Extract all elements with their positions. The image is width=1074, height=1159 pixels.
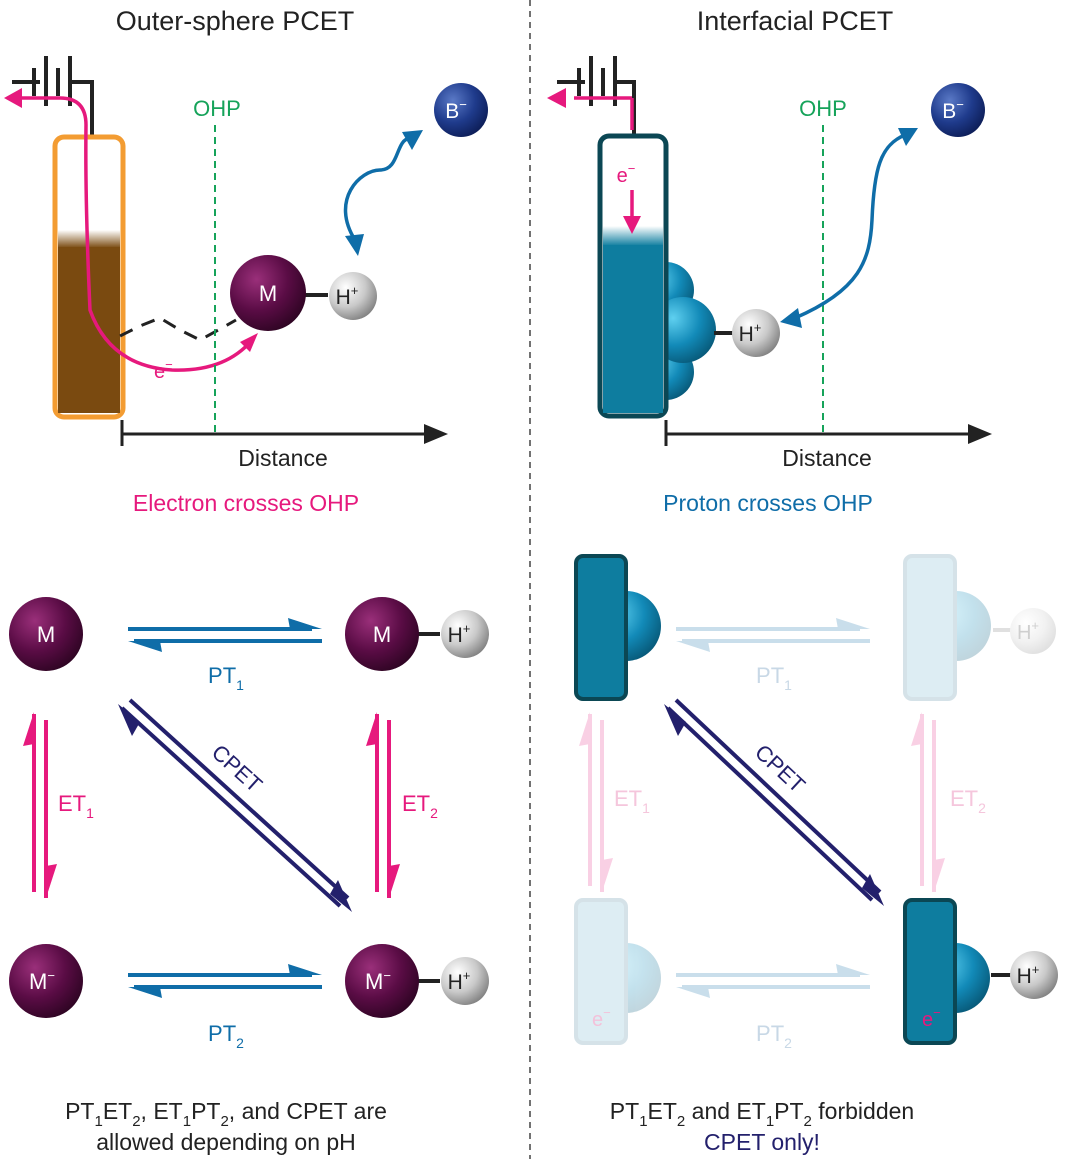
electron-down-arrowhead-right — [623, 216, 641, 234]
pt2-label: PT2 — [208, 1021, 244, 1051]
r-et2-label: ET2 — [950, 786, 986, 816]
base-b — [434, 83, 488, 137]
scheme-m-minus-bottomleft-label: M− — [29, 968, 55, 994]
left-caption-line1: PT1ET2, ET1PT2, and CPET are — [65, 1098, 387, 1130]
arrowhead-left-right — [780, 308, 802, 328]
arrowhead-up-right — [898, 128, 918, 146]
battery-icon-left — [12, 56, 94, 140]
left-crossing-label: Electron crosses OHP — [133, 490, 359, 516]
scheme-r-h-bottomright-label: H+ — [1017, 962, 1040, 988]
base-b-right-label: B− — [942, 97, 964, 123]
cpet-arrowhead-down-right — [862, 874, 884, 906]
distance-label-left: Distance — [238, 445, 327, 471]
axis-arrowhead-left — [424, 424, 448, 444]
scheme-r-topright-h-label: H+ — [1017, 618, 1039, 644]
cpet-arrowhead-up-right — [664, 704, 686, 736]
pt2-arrowhead-right — [288, 964, 322, 975]
scheme-m-topleft-label: M — [37, 622, 55, 647]
r-et1-label: ET1 — [614, 786, 650, 816]
right-caption-line2: CPET only! — [704, 1129, 820, 1155]
pt1-equilibrium-arrows — [128, 627, 322, 643]
r-pt1-label: PT1 — [756, 663, 792, 693]
cpet-label-right: CPET — [750, 739, 810, 797]
scheme-m-minus-bottomright-label: M− — [365, 968, 391, 994]
scheme-m-minus-bottomright — [345, 944, 419, 1018]
right-caption-line1: PT1ET2 and ET1PT2 forbidden — [610, 1098, 914, 1130]
r-et2-arrows-faded — [911, 712, 945, 892]
cpet-label-left: CPET — [207, 740, 267, 798]
pt1-arrowhead-right — [288, 618, 322, 629]
arrowhead-down-left — [345, 234, 364, 256]
ohp-label-left: OHP — [193, 96, 241, 121]
scheme-h-topright-label: H+ — [448, 621, 471, 647]
pt2-equilibrium-arrows — [128, 973, 322, 989]
molecule-m — [230, 255, 306, 331]
et2-arrowhead-up — [366, 712, 377, 746]
right-title: Interfacial PCET — [697, 6, 894, 36]
molecule-m-label: M — [259, 281, 277, 306]
proton-h-right-label: H+ — [739, 320, 762, 346]
et1-arrowhead-down — [46, 864, 57, 898]
electrode-right — [597, 133, 669, 419]
et2-label: ET2 — [402, 791, 438, 821]
electron-path-left — [18, 96, 254, 372]
r-pt2-arrows-faded — [676, 964, 870, 998]
cpet-arrowhead-down-left — [330, 880, 352, 912]
scheme-m-minus-bottomleft — [9, 944, 83, 1018]
right-crossing-label: Proton crosses OHP — [663, 490, 873, 516]
proton-transfer-arrow-left — [343, 136, 411, 241]
left-title: Outer-sphere PCET — [116, 6, 355, 36]
et2-arrowhead-down — [389, 864, 400, 898]
scheme-r-bottomleft-faded — [574, 898, 661, 1045]
scheme-h-topright — [441, 610, 489, 658]
electron-label-right: e− — [617, 161, 636, 187]
proton-h — [329, 272, 377, 320]
scheme-r-bottomleft-e-label: e− — [592, 1005, 611, 1031]
et1-label: ET1 — [58, 791, 94, 821]
distance-label-right: Distance — [782, 445, 871, 471]
proton-transfer-arrow-right — [794, 133, 906, 320]
et1-arrowhead-up — [23, 712, 34, 746]
scheme-r-electrode-topleft — [574, 554, 628, 701]
scheme-r-electrode-bottomright — [903, 898, 957, 1045]
electron-arrowhead-right — [547, 88, 566, 108]
proton-h-label: H+ — [336, 283, 359, 309]
et1-equilibrium-arrows — [32, 714, 48, 898]
arrowhead-up-left — [402, 130, 423, 150]
pt1-arrowhead-left — [128, 641, 162, 652]
ohp-label-right: OHP — [799, 96, 847, 121]
tether-zigzag — [119, 316, 237, 342]
scheme-m-topleft — [9, 597, 83, 671]
scheme-r-topright-faded — [903, 554, 1056, 701]
r-pt1-arrows-faded — [676, 618, 870, 652]
cpet-arrowhead-up-left — [118, 704, 140, 736]
base-b-right — [931, 83, 985, 137]
scheme-r-bottomright-e-label: e− — [922, 1005, 941, 1031]
electron-arrowhead-to-m — [240, 333, 258, 352]
axis-arrowhead-right — [968, 424, 992, 444]
scheme-h-bottomright-label: H+ — [448, 968, 471, 994]
proton-h-right — [732, 309, 780, 357]
scheme-h-bottomright — [441, 957, 489, 1005]
pt2-arrowhead-left — [128, 987, 162, 998]
cpet-arrows-left — [120, 698, 350, 908]
electron-arrowhead-left — [4, 88, 22, 108]
scheme-m-topright — [345, 597, 419, 671]
electron-label-left: e− — [154, 357, 173, 383]
pt1-label: PT1 — [208, 663, 244, 693]
base-b-label: B− — [445, 97, 467, 123]
et2-equilibrium-arrows — [375, 714, 391, 898]
cpet-arrows-right — [666, 698, 882, 902]
scheme-m-topright-label: M — [373, 622, 391, 647]
left-caption-line2: allowed depending on pH — [96, 1129, 356, 1155]
r-et1-arrows-faded — [579, 712, 613, 892]
scheme-r-h-bottomright — [1010, 951, 1058, 999]
r-pt2-label: PT2 — [756, 1021, 792, 1051]
